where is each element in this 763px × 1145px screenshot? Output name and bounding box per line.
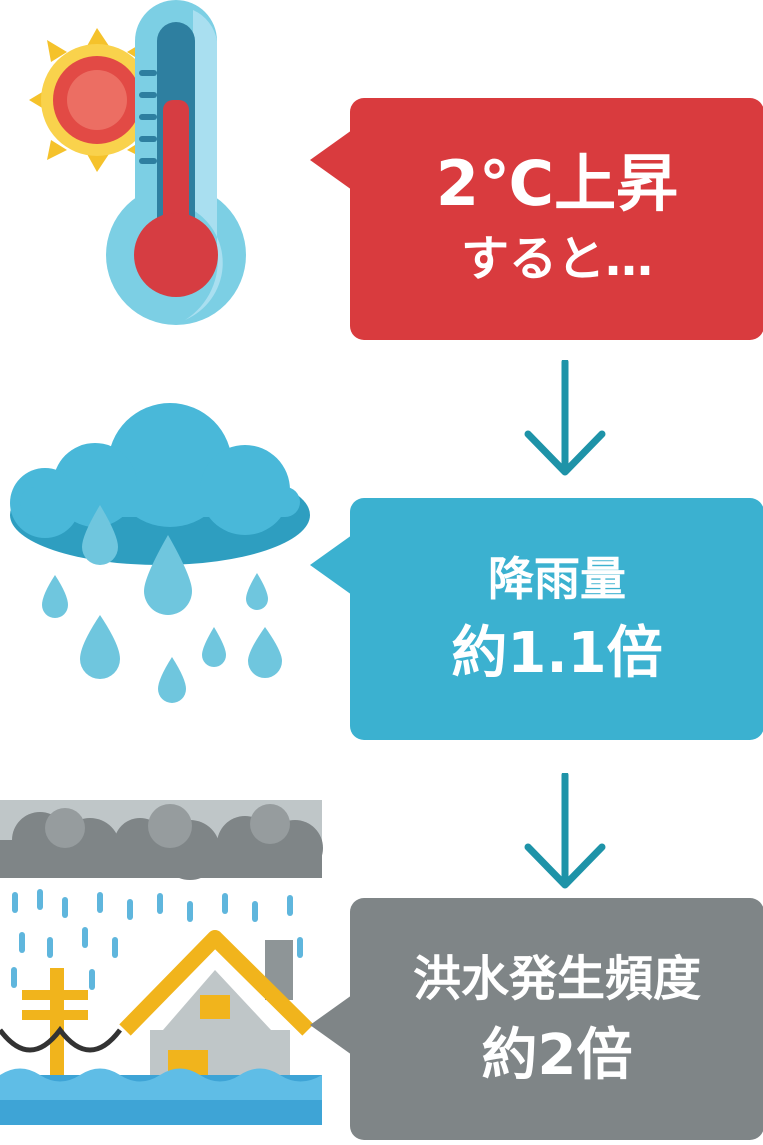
step-box-flood: 洪水発生頻度 約2倍 (350, 898, 763, 1140)
temperature-rise-text: 2℃上昇 (435, 147, 679, 220)
step-box-rainfall: 降雨量 約1.1倍 (350, 498, 763, 740)
rain-cloud-icon (10, 403, 310, 703)
flooded-house-icon (0, 800, 323, 1125)
callout-tail (310, 995, 352, 1055)
down-arrow-icon (524, 773, 606, 889)
temperature-condition-text: すると… (460, 231, 653, 287)
rainfall-label: 降雨量 (488, 552, 626, 606)
flood-frequency-value: 約2倍 (481, 1023, 633, 1088)
step-box-temperature: 2℃上昇 すると… (350, 98, 763, 340)
flood-frequency-label: 洪水発生頻度 (412, 951, 701, 1007)
callout-tail (310, 535, 352, 595)
down-arrow-icon (524, 360, 606, 476)
rainfall-value: 約1.1倍 (451, 621, 663, 686)
callout-tail (310, 130, 352, 190)
thermometer-sun-icon (29, 0, 246, 325)
